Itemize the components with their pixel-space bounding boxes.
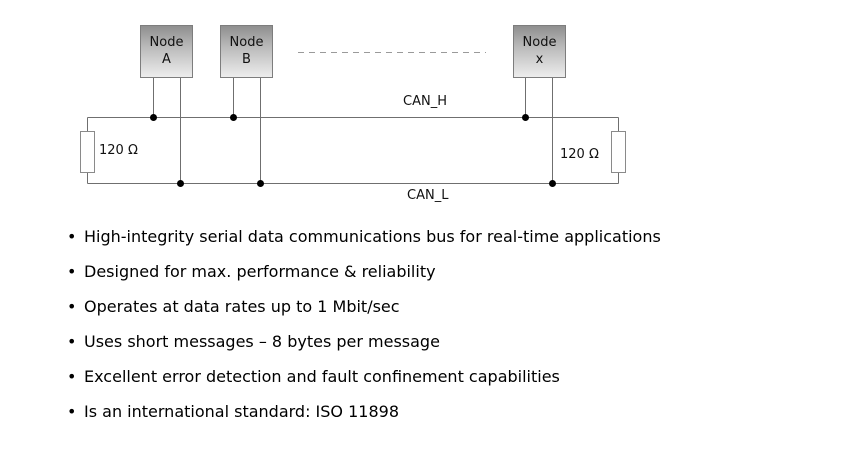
list-item: • Designed for max. performance & reliab… (64, 261, 704, 283)
bullet-marker: • (67, 402, 77, 421)
right-terminator-resistor (611, 131, 626, 173)
left-terminator-resistor (80, 131, 95, 173)
bullet-marker: • (67, 367, 77, 386)
junction-dot (549, 180, 556, 187)
list-item: • Operates at data rates up to 1 Mbit/se… (64, 296, 704, 318)
bullet-marker: • (67, 262, 77, 281)
node-b-box: Node B (220, 25, 273, 78)
node-x-label-line2: x (535, 52, 544, 67)
list-item-text: Operates at data rates up to 1 Mbit/sec (84, 297, 400, 316)
list-item-text: Excellent error detection and fault conf… (84, 367, 560, 386)
list-item: • High-integrity serial data communicati… (64, 226, 704, 248)
junction-dot (150, 114, 157, 121)
left-terminator-label: 120 Ω (99, 143, 138, 158)
node-b-label-line1: Node (229, 35, 264, 50)
junction-dot (177, 180, 184, 187)
list-item-text: Designed for max. performance & reliabil… (84, 262, 436, 281)
bullet-marker: • (67, 227, 77, 246)
can-bus-diagram: Node A Node B Node x CAN_H CAN_L 120 Ω 1… (0, 0, 866, 220)
list-item-text: Is an international standard: ISO 11898 (84, 402, 399, 421)
list-item-text: Uses short messages – 8 bytes per messag… (84, 332, 440, 351)
list-item: • Excellent error detection and fault co… (64, 366, 704, 388)
list-item-text: High-integrity serial data communication… (84, 227, 661, 246)
list-item: • Is an international standard: ISO 1189… (64, 401, 704, 423)
can-h-label: CAN_H (403, 94, 447, 109)
list-item: • Uses short messages – 8 bytes per mess… (64, 331, 704, 353)
junction-dot (257, 180, 264, 187)
can-bus-wiring-graphic (80, 52, 626, 187)
junction-dot (230, 114, 237, 121)
bullet-marker: • (67, 297, 77, 316)
node-a-label-line2: A (162, 52, 171, 67)
junction-dot (522, 114, 529, 121)
can-l-label: CAN_L (407, 188, 449, 203)
node-x-box: Node x (513, 25, 566, 78)
right-terminator-label: 120 Ω (560, 147, 599, 162)
bullet-marker: • (67, 332, 77, 351)
node-a-box: Node A (140, 25, 193, 78)
node-a-label-line1: Node (149, 35, 184, 50)
node-b-label-line2: B (242, 52, 251, 67)
node-x-label-line1: Node (522, 35, 557, 50)
can-feature-list: • High-integrity serial data communicati… (64, 226, 704, 436)
